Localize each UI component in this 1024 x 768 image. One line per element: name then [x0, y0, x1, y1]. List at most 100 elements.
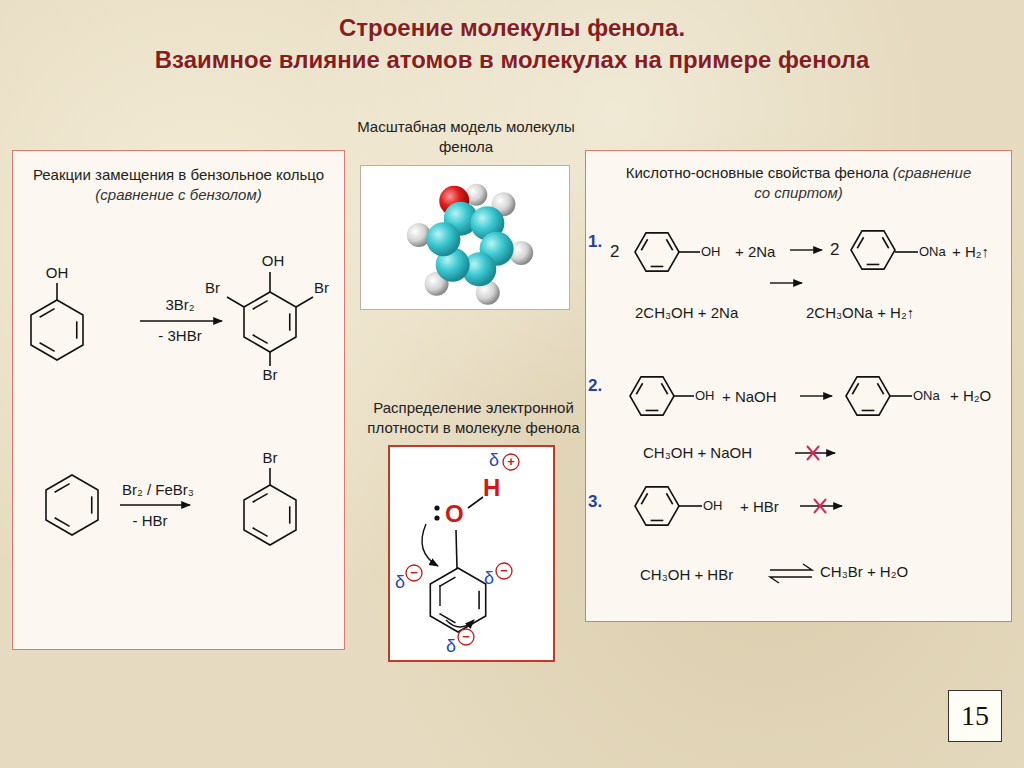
- formula-text: - 3HBr: [158, 327, 201, 344]
- bond-line: [895, 251, 918, 253]
- double-bond: [666, 239, 672, 250]
- formula-text: OH: [46, 264, 69, 281]
- double-bond: [289, 506, 291, 523]
- double-bond: [91, 496, 93, 513]
- panel-heading: Реакции замещения в бензольное кольцо (с…: [13, 151, 344, 218]
- subtitle: Взаимное влияние атомов в молекулах на п…: [155, 46, 870, 74]
- formula-text: CH₃OH + NaOH: [643, 444, 752, 461]
- carbon-atom: [426, 222, 460, 256]
- reaction-arrows: [120, 250, 842, 583]
- benzene-ring: [846, 377, 890, 415]
- formula-text: CH₃OH + HBr: [640, 566, 733, 583]
- benzene-ring: [244, 292, 296, 352]
- double-bond: [55, 484, 70, 493]
- coefficient: 2: [830, 240, 839, 260]
- double-bond: [253, 494, 268, 503]
- double-bond: [641, 239, 647, 250]
- bond-line: [890, 395, 912, 397]
- step-number: 2.: [588, 376, 602, 396]
- box-heading: Масштабная модель молекулы фенола: [356, 117, 576, 156]
- double-bond: [646, 410, 659, 412]
- charge-sign: −: [410, 565, 418, 581]
- svg-part: [120, 504, 190, 505]
- formula-text: 3Br₂: [165, 296, 194, 313]
- formula-text: + HBr: [740, 498, 779, 515]
- formula-text: Br: [205, 279, 220, 296]
- double-bond: [641, 493, 647, 504]
- formula-text: + NaOH: [722, 388, 777, 405]
- partial-charge: δ: [446, 636, 456, 657]
- atom-symbol: H: [483, 474, 500, 502]
- double-bond: [40, 343, 55, 352]
- svg-part: [800, 395, 832, 396]
- group-label: ONa: [919, 245, 946, 260]
- heading-text: Реакции замещения в бензольное кольцо: [33, 166, 324, 183]
- space-filling-model: [407, 184, 533, 305]
- svg-part: [795, 452, 835, 453]
- double-bond: [867, 264, 880, 266]
- bond-line: [56, 283, 58, 300]
- double-bond: [478, 591, 480, 609]
- double-bond: [882, 237, 888, 248]
- benzene-ring: [244, 485, 296, 545]
- benzene-ring: [46, 475, 98, 535]
- bond-line: [296, 297, 313, 307]
- substitution-panel: Реакции замещения в бензольное кольцо (с…: [12, 150, 345, 650]
- partial-charge: δ: [395, 572, 405, 593]
- density-box: Распределение электронной плотности в мо…: [388, 445, 555, 662]
- svg-part: [503, 454, 519, 470]
- svg-part: [790, 249, 822, 250]
- double-bond: [666, 493, 672, 504]
- svg-part: [770, 282, 802, 283]
- step-number: 1.: [588, 232, 602, 252]
- formula-text: Br: [314, 279, 329, 296]
- bond-line: [269, 272, 271, 292]
- benzene-ring: [635, 233, 679, 271]
- svg-part: [434, 505, 439, 510]
- step-number: 3.: [588, 492, 602, 512]
- page-number: 15: [961, 700, 989, 732]
- bond-line: [674, 395, 694, 397]
- double-bond: [253, 301, 268, 310]
- double-bond: [651, 520, 664, 522]
- svg-part: [140, 320, 222, 321]
- double-bond: [651, 266, 664, 268]
- model-box: Масштабная модель молекулы фенола: [360, 165, 570, 310]
- svg-part: [770, 577, 812, 583]
- benzene-ring: [635, 487, 679, 525]
- double-bond: [857, 237, 863, 248]
- double-bond: [55, 518, 70, 527]
- panel-fill: [388, 445, 555, 662]
- benzene-ring: [630, 377, 674, 415]
- bond-line: [456, 530, 457, 568]
- double-bond: [877, 383, 883, 394]
- panel-heading: Кислотно-основные свойства фенола (сравн…: [586, 151, 1011, 214]
- svg-part: [770, 564, 812, 570]
- svg-part: [814, 499, 826, 513]
- svg-part: [446, 620, 474, 627]
- benzene-ring: [851, 231, 895, 269]
- svg-part: [422, 524, 438, 566]
- bond-line: [227, 297, 244, 307]
- svg-part: [439, 585, 440, 606]
- heading-note: (сравнение с бензолом): [95, 186, 261, 203]
- group-label: OH: [695, 389, 715, 404]
- svg-part: [807, 446, 819, 460]
- double-bond: [289, 313, 291, 330]
- svg-part: [458, 629, 474, 645]
- formula-text: Br: [263, 449, 278, 466]
- svg-part: [496, 563, 512, 579]
- bond-line: [679, 251, 700, 253]
- double-bond: [852, 383, 858, 394]
- formula-text: OH: [262, 252, 285, 269]
- bond-line: [269, 352, 271, 366]
- bond-line: [468, 497, 483, 508]
- double-bond: [253, 335, 268, 344]
- benzene-ring: [31, 300, 83, 360]
- bond-line: [679, 505, 702, 507]
- formula-text: - HBr: [133, 512, 168, 529]
- panel-fill: [360, 165, 570, 310]
- no-reaction-cross: [807, 446, 826, 513]
- partial-charge: δ: [484, 568, 494, 589]
